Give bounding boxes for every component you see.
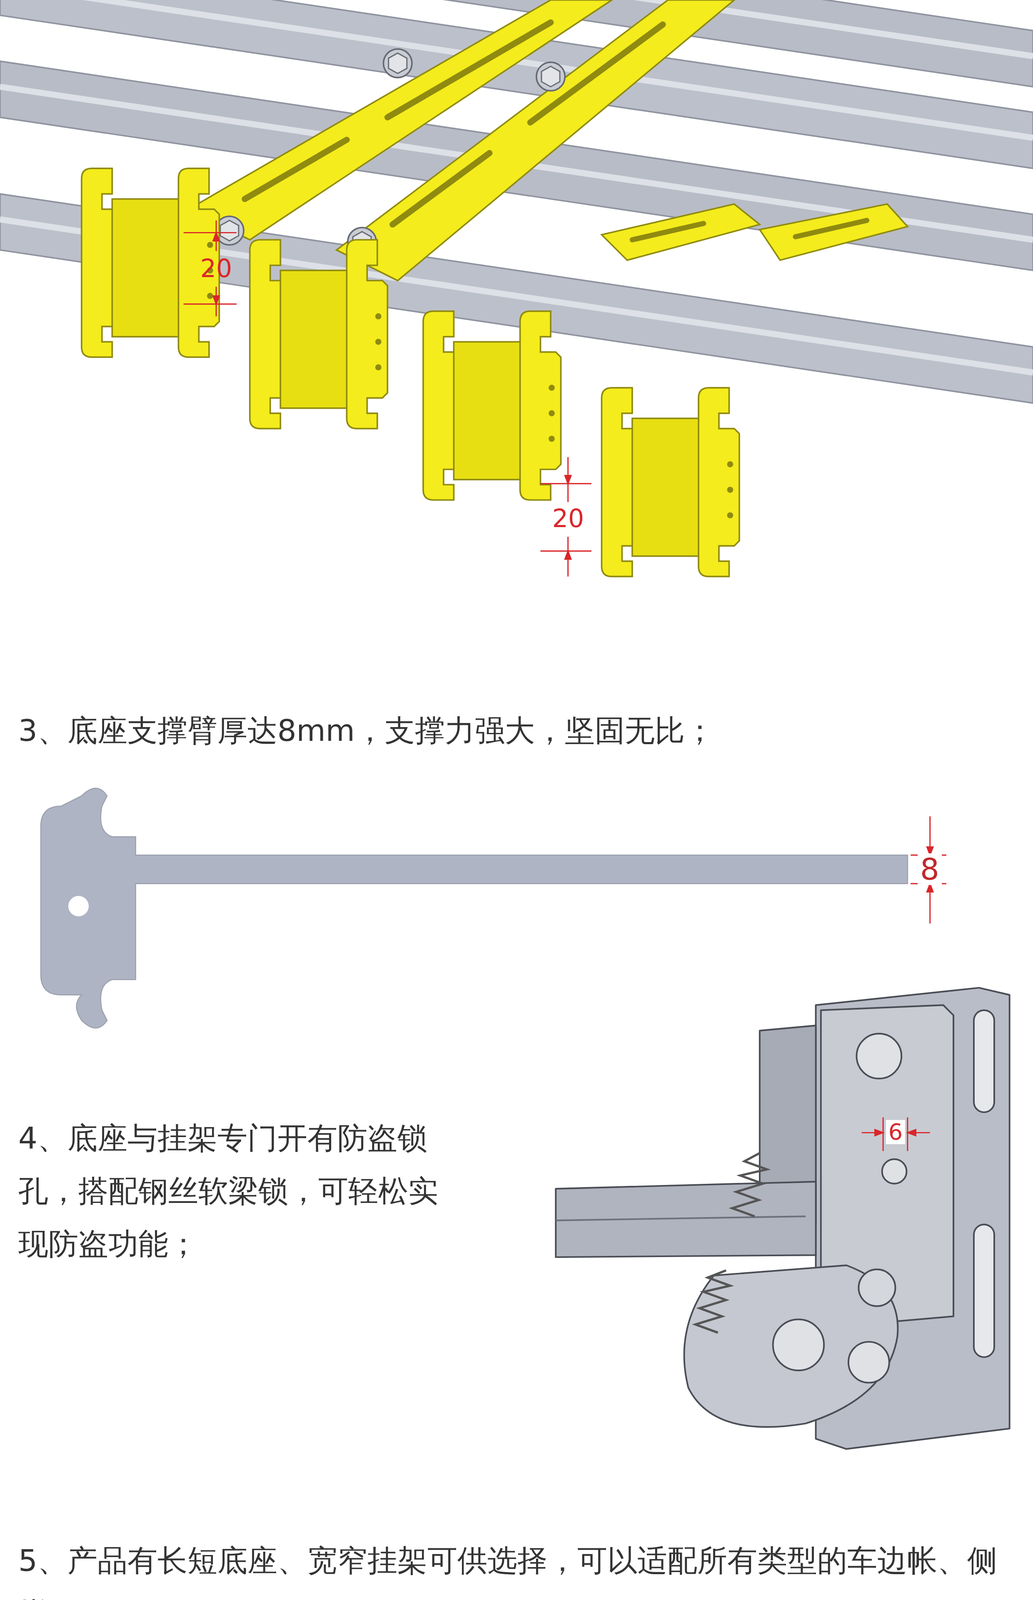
feature-text: 4、底座与挂架专门开有防盗锁孔，搭配钢丝软梁锁，可轻松实现防盗功能； xyxy=(18,1111,460,1271)
feature-text: 5、产品有长短底座、宽窄挂架可供选择，可以适配所有类型的车边帐、侧帐 xyxy=(18,1533,1010,1600)
dimension-value: 8 xyxy=(917,853,942,885)
dimension-value: 20 xyxy=(549,504,587,532)
dimension-value: 20 xyxy=(197,254,235,282)
dimension-value: 6 xyxy=(885,1119,906,1144)
feature-text: 3、底座支撑臂厚达8mm，支撑力强大，坚固无比； xyxy=(18,703,715,757)
